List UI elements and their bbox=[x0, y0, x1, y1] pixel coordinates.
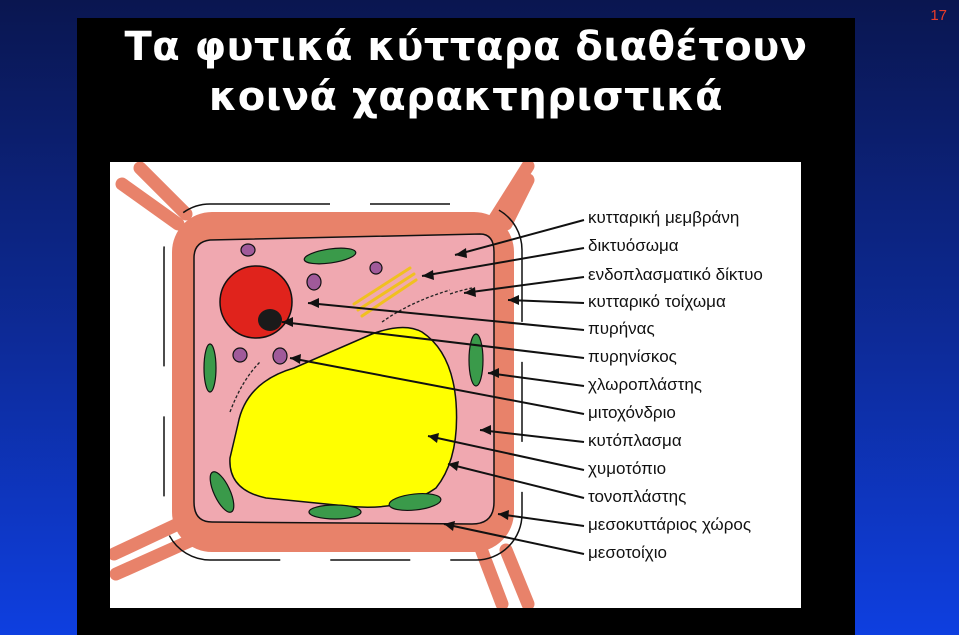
slide-title: Τα φυτικά κύτταρα διαθέτουν κοινά χαρακτ… bbox=[77, 22, 855, 122]
arrow-heads bbox=[282, 248, 519, 531]
label-cytoplasm: κυτόπλασμα bbox=[588, 431, 682, 450]
label-chloroplast: χλωροπλάστης bbox=[588, 375, 702, 394]
title-line-2: κοινά χαρακτηριστικά bbox=[208, 74, 724, 120]
nucleus bbox=[219, 265, 293, 339]
title-line-1: Τα φυτικά κύτταρα διαθέτουν bbox=[124, 24, 808, 70]
slide-number: 17 bbox=[930, 7, 947, 24]
label-intercellular-space: μεσοκυττάριος χώρος bbox=[588, 515, 752, 534]
label-golgi-body: δικτυόσωμα bbox=[588, 236, 679, 255]
label-endoplasmic-reticulum: ενδοπλασματικό δίκτυο bbox=[588, 265, 763, 284]
label-nucleus: πυρήνας bbox=[588, 319, 655, 338]
nucleolus bbox=[258, 309, 282, 331]
label-middle-lamella: μεσοτοίχιο bbox=[588, 543, 667, 562]
label-nucleolus: πυρηνίσκος bbox=[588, 347, 677, 366]
neighbor-cell-walls bbox=[110, 162, 535, 608]
label-vacuole: χυμοτόπιο bbox=[588, 459, 667, 478]
plant-cell-figure: κυτταρική μεμβράνη δικτυόσωμα ενδοπλασμα… bbox=[110, 162, 801, 608]
label-tonoplast: τονοπλάστης bbox=[588, 487, 687, 506]
mitochondria bbox=[232, 243, 383, 365]
chloroplasts bbox=[203, 247, 484, 520]
middle-lamella-line bbox=[163, 203, 523, 561]
plant-cell-diagram bbox=[110, 162, 585, 608]
endoplasmic-reticulum bbox=[229, 287, 473, 413]
label-mitochondrion: μιτοχόνδριο bbox=[588, 403, 676, 422]
pointer-lines bbox=[281, 219, 585, 555]
label-cell-membrane: κυτταρική μεμβράνη bbox=[588, 208, 740, 227]
label-cell-wall: κυτταρικό τοίχωμα bbox=[588, 292, 726, 311]
vacuole bbox=[229, 326, 458, 508]
